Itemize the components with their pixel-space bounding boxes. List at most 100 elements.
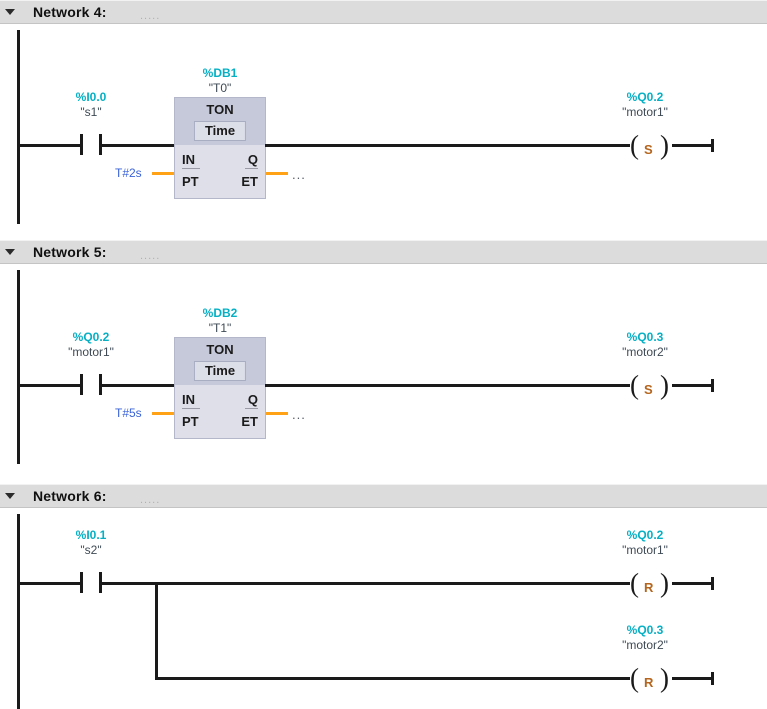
pt-link-line	[152, 412, 174, 415]
block-pin-in[interactable]: IN	[182, 392, 195, 407]
operand-address: %I0.1	[75, 528, 107, 542]
rung-end-tick-6a	[711, 577, 714, 590]
coil-letter: R	[644, 675, 654, 690]
operand-label-q0-2[interactable]: %Q0.2 "motor1"	[46, 330, 136, 360]
coil-paren-right-icon: )	[660, 568, 669, 598]
block-instance-label-db1[interactable]: %DB1 "T0"	[174, 66, 266, 96]
operand-label-q0-3-set[interactable]: %Q0.3 "motor2"	[600, 330, 690, 360]
block-header: TON Time	[174, 97, 266, 145]
function-block-ton-2[interactable]: TON Time IN Q PT ET	[174, 337, 266, 439]
block-pin-q[interactable]: Q	[247, 392, 258, 407]
coil-letter: S	[644, 382, 653, 397]
rung-wire-4-a	[17, 144, 80, 147]
network-body-6: %I0.1 "s2" %Q0.2 "motor1" ( R ) %Q0.3 "m…	[0, 508, 767, 709]
function-block-ton-1[interactable]: TON Time IN Q PT ET	[174, 97, 266, 199]
block-pin-in-underline	[182, 168, 200, 169]
coil-paren-left-icon: (	[630, 568, 639, 598]
et-link-line	[266, 172, 288, 175]
rung-end-tick-5	[711, 379, 714, 392]
operand-symbol: "motor1"	[68, 345, 114, 359]
power-rail-5	[17, 270, 20, 464]
block-pin-et[interactable]: ET	[241, 414, 258, 429]
block-pin-q-underline	[245, 168, 258, 169]
rung-end-tick-6b	[711, 672, 714, 685]
block-type-label: TON	[206, 102, 234, 117]
branch-drop-6	[155, 582, 158, 680]
rung-wire-6-d	[672, 582, 714, 585]
power-rail-6	[17, 514, 20, 709]
operand-label-q0-3-reset[interactable]: %Q0.3 "motor2"	[600, 623, 690, 653]
block-pin-q[interactable]: Q	[247, 152, 258, 167]
coil-paren-left-icon: (	[630, 663, 639, 693]
pt-literal-value-1[interactable]: T#2s	[115, 166, 142, 180]
contact-bar-left-icon	[80, 134, 83, 155]
operand-label-q0-2-set[interactable]: %Q0.2 "motor1"	[600, 90, 690, 120]
coil-paren-left-icon: (	[630, 130, 639, 160]
network-header-6[interactable]: Network 6: .....	[0, 484, 767, 508]
rung-wire-4-b	[99, 144, 175, 147]
rung-wire-6-a	[17, 582, 80, 585]
operand-symbol: "motor1"	[622, 105, 668, 119]
et-link-line	[266, 412, 288, 415]
rung-wire-5-d	[672, 384, 714, 387]
et-placeholder-2[interactable]: ...	[292, 407, 306, 422]
rung-wire-5-a	[17, 384, 80, 387]
coil-paren-right-icon: )	[660, 130, 669, 160]
operand-address: %Q0.3	[626, 623, 664, 637]
network-title-6: Network 6:	[33, 488, 107, 504]
operand-symbol: "motor2"	[622, 638, 668, 652]
block-body: IN Q PT ET	[174, 385, 266, 439]
rung-wire-6-e	[672, 677, 714, 680]
block-pin-pt[interactable]: PT	[182, 174, 199, 189]
pt-link-line	[152, 172, 174, 175]
block-instance-address: %DB1	[202, 66, 238, 80]
triangle-down-icon[interactable]	[5, 249, 15, 255]
block-pin-in[interactable]: IN	[182, 152, 195, 167]
coil-paren-right-icon: )	[660, 663, 669, 693]
coil-paren-left-icon: (	[630, 370, 639, 400]
network-header-4[interactable]: Network 4: .....	[0, 0, 767, 24]
block-instance-symbol: "T0"	[208, 81, 232, 95]
power-rail-4	[17, 30, 20, 224]
rung-wire-4-d	[672, 144, 714, 147]
operand-address: %Q0.3	[626, 330, 664, 344]
network-body-5: %Q0.2 "motor1" %DB2 "T1" TON Time IN Q P…	[0, 264, 767, 480]
block-instance-label-db2[interactable]: %DB2 "T1"	[174, 306, 266, 336]
block-pin-q-underline	[245, 408, 258, 409]
network-comment-4[interactable]: .....	[140, 10, 161, 22]
pt-literal-value-2[interactable]: T#5s	[115, 406, 142, 420]
operand-address: %I0.0	[75, 90, 107, 104]
rung-wire-5-b	[99, 384, 175, 387]
block-pin-in-underline	[182, 408, 200, 409]
network-comment-6[interactable]: .....	[140, 494, 161, 506]
block-instance-address: %DB2	[202, 306, 238, 320]
operand-label-q0-2-reset[interactable]: %Q0.2 "motor1"	[600, 528, 690, 558]
operand-symbol: "motor2"	[622, 345, 668, 359]
et-placeholder-1[interactable]: ...	[292, 167, 306, 182]
block-body: IN Q PT ET	[174, 145, 266, 199]
network-header-5[interactable]: Network 5: .....	[0, 240, 767, 264]
contact-bar-left-icon	[80, 572, 83, 593]
block-pin-pt[interactable]: PT	[182, 414, 199, 429]
coil-letter: S	[644, 142, 653, 157]
operand-label-i0-1[interactable]: %I0.1 "s2"	[52, 528, 130, 558]
rung-end-tick-4	[711, 139, 714, 152]
operand-symbol: "motor1"	[622, 543, 668, 557]
rung-wire-6-c	[155, 677, 630, 680]
block-instance-symbol: "T1"	[208, 321, 232, 335]
operand-address: %Q0.2	[626, 528, 664, 542]
block-pin-et[interactable]: ET	[241, 174, 258, 189]
network-comment-5[interactable]: .....	[140, 250, 161, 262]
triangle-down-icon[interactable]	[5, 493, 15, 499]
triangle-down-icon[interactable]	[5, 9, 15, 15]
block-datatype-selector[interactable]: Time	[193, 361, 247, 381]
block-datatype-selector[interactable]: Time	[193, 121, 247, 141]
contact-bar-left-icon	[80, 374, 83, 395]
network-body-4: %I0.0 "s1" %DB1 "T0" TON Time IN Q PT ET	[0, 24, 767, 240]
operand-address: %Q0.2	[72, 330, 110, 344]
operand-label-i0-0[interactable]: %I0.0 "s1"	[52, 90, 130, 120]
coil-letter: R	[644, 580, 654, 595]
network-title-4: Network 4:	[33, 4, 107, 20]
operand-address: %Q0.2	[626, 90, 664, 104]
